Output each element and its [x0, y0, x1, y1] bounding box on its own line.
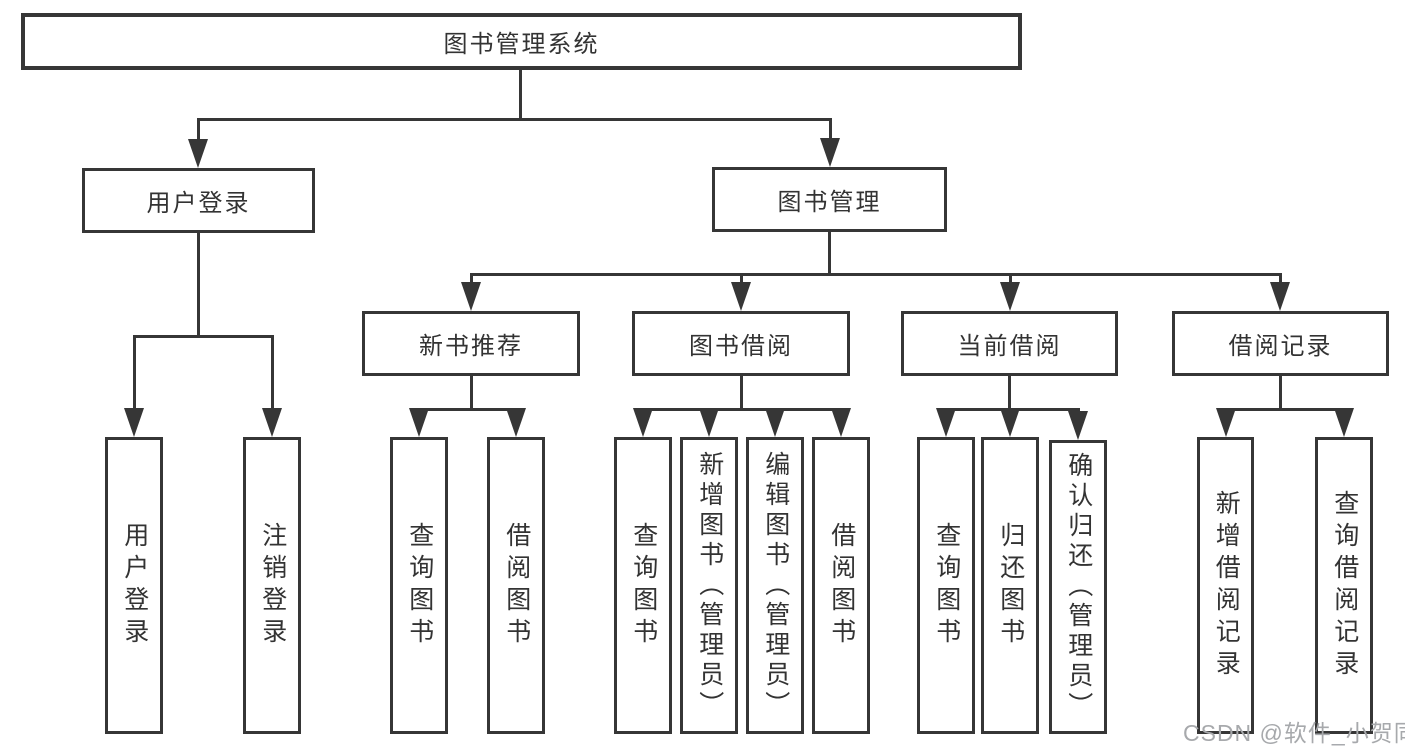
arrow-down-icon	[1000, 282, 1020, 311]
connector-line	[1279, 273, 1282, 285]
arrow-down-icon	[1216, 408, 1236, 437]
leaf-label: 借阅图书	[827, 521, 856, 650]
leaf-label: 查询图书	[629, 521, 658, 650]
leaf-label: 查询图书	[405, 521, 434, 650]
node-label: 借阅记录	[1228, 333, 1333, 360]
leaf-label: 编辑图书（管理员）	[761, 450, 790, 721]
connector-line	[740, 376, 743, 411]
arrow-down-icon	[936, 408, 956, 437]
leaf-label: 归还图书	[996, 521, 1025, 650]
node-label: 图书管理系统	[443, 31, 600, 58]
connector-line	[133, 335, 273, 338]
leaf-add-book-admin: 新增图书（管理员）	[680, 437, 738, 734]
connector-line	[828, 232, 831, 276]
leaf-query-borrow-record: 查询借阅记录	[1315, 437, 1373, 734]
connector-line	[470, 376, 473, 411]
node-book-management: 图书管理	[712, 167, 947, 232]
node-current-borrowing: 当前借阅	[901, 311, 1118, 376]
connector-line	[642, 408, 843, 411]
node-label: 图书借阅	[689, 333, 793, 360]
arrow-down-icon	[1068, 411, 1088, 440]
arrow-down-icon	[1334, 408, 1354, 437]
arrow-down-icon	[262, 408, 282, 437]
leaf-add-borrow-record: 新增借阅记录	[1197, 437, 1254, 734]
leaf-label: 查询图书	[932, 521, 961, 650]
arrow-down-icon	[831, 408, 851, 437]
leaf-label: 查询借阅记录	[1330, 489, 1359, 682]
arrow-down-icon	[820, 138, 840, 167]
connector-line	[829, 118, 832, 142]
leaf-return-books: 归还图书	[981, 437, 1039, 734]
leaf-logout: 注销登录	[243, 437, 301, 734]
leaf-borrow-books-2: 借阅图书	[812, 437, 870, 734]
leaf-label: 用户登录	[120, 521, 149, 650]
leaf-query-books: 查询图书	[390, 437, 448, 734]
node-new-book-recommendation: 新书推荐	[362, 311, 580, 376]
leaf-label: 新增图书（管理员）	[695, 450, 724, 721]
leaf-query-books-3: 查询图书	[917, 437, 975, 734]
connector-line	[197, 118, 200, 142]
arrow-down-icon	[1270, 282, 1290, 311]
connector-line	[470, 273, 1281, 276]
arrow-down-icon	[124, 408, 144, 437]
arrow-down-icon	[188, 139, 208, 168]
node-root: 图书管理系统	[21, 13, 1022, 70]
node-label: 当前借阅	[957, 333, 1062, 360]
connector-line	[519, 69, 522, 118]
leaf-label: 借阅图书	[502, 521, 531, 650]
arrow-down-icon	[731, 282, 751, 311]
connector-line	[740, 273, 743, 285]
connector-line	[1279, 376, 1282, 411]
leaf-query-books-2: 查询图书	[614, 437, 672, 734]
arrow-down-icon	[765, 408, 785, 437]
node-label: 图书管理	[777, 189, 882, 216]
node-label: 新书推荐	[419, 333, 523, 360]
connector-line	[418, 408, 518, 411]
connector-line	[470, 273, 473, 285]
leaf-label: 确认归还（管理员）	[1064, 452, 1093, 722]
connector-line	[271, 335, 274, 410]
arrow-down-icon	[409, 408, 429, 437]
leaf-edit-book-admin: 编辑图书（管理员）	[746, 437, 804, 734]
arrow-down-icon	[1000, 408, 1020, 437]
leaf-confirm-return-admin: 确认归还（管理员）	[1049, 440, 1107, 734]
connector-line	[1008, 376, 1011, 411]
connector-line	[1224, 408, 1346, 411]
leaf-borrow-books: 借阅图书	[487, 437, 545, 734]
arrow-down-icon	[633, 408, 653, 437]
arrow-down-icon	[506, 408, 526, 437]
node-user-login: 用户登录	[82, 168, 315, 233]
node-label: 用户登录	[146, 190, 251, 217]
leaf-user-login: 用户登录	[105, 437, 163, 734]
connector-line	[197, 118, 831, 121]
node-borrowing-records: 借阅记录	[1172, 311, 1389, 376]
watermark: CSDN @软件_小贺同学	[1183, 720, 1405, 746]
connector-line	[197, 232, 200, 335]
node-book-borrowing: 图书借阅	[632, 311, 850, 376]
leaf-label: 注销登录	[258, 521, 287, 650]
connector-line	[1009, 273, 1012, 285]
leaf-label: 新增借阅记录	[1212, 489, 1241, 682]
arrow-down-icon	[461, 282, 481, 311]
arrow-down-icon	[699, 408, 719, 437]
connector-line	[133, 335, 136, 410]
